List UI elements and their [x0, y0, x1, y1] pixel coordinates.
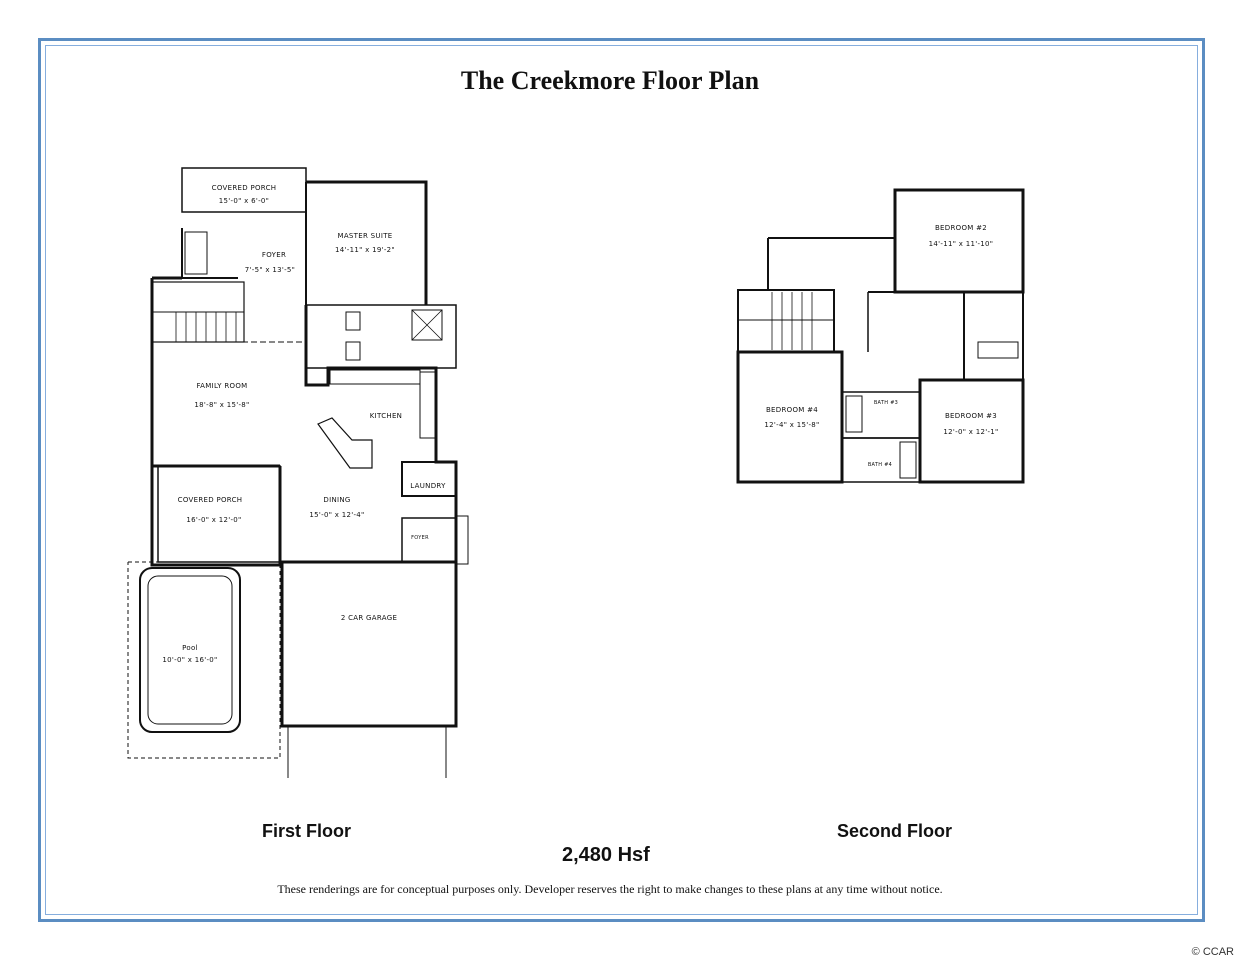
first-floor-labels: COVERED PORCH 15'-0" x 6'-0" FOYER 7'-5"…	[162, 184, 446, 664]
foyer-size: 7'-5" x 13'-5"	[245, 266, 295, 274]
upper-stair-treads	[771, 292, 813, 350]
ccar-watermark: © CCAR	[1191, 946, 1234, 958]
foyer-wall	[181, 228, 238, 279]
second-floor-label: Second Floor	[837, 821, 953, 841]
laundry-room	[401, 461, 457, 497]
garage-name: 2 CAR GARAGE	[341, 614, 397, 622]
rear-porch-outline	[157, 465, 281, 563]
rear-porch-size: 16'-0" x 12'-0"	[186, 516, 241, 524]
front-porch-size: 15'-0" x 6'-0"	[219, 197, 269, 205]
bath-4-name: BATH #4	[868, 462, 892, 468]
pool-name: Pool	[182, 644, 198, 652]
main-outer-wall-right	[304, 305, 458, 562]
garage-outline	[280, 560, 458, 728]
master-suite-name: MASTER SUITE	[338, 232, 393, 240]
bedroom-2-size: 14'-11" x 11'-10"	[929, 240, 994, 248]
family-room-size: 18'-8" x 15'-8"	[194, 401, 249, 409]
stair-treads	[175, 312, 237, 342]
bedroom-4-name: BEDROOM #4	[766, 406, 818, 414]
master-bath	[305, 304, 457, 369]
vanity-1	[345, 311, 361, 331]
upstairs-hall-wall	[768, 237, 896, 293]
front-porch-name: COVERED PORCH	[212, 184, 277, 192]
first-floor-label: First Floor	[262, 821, 351, 841]
plan-title: The Creekmore Floor Plan	[460, 66, 760, 95]
bath-3-outline	[841, 391, 921, 439]
dining-name: DINING	[323, 496, 350, 504]
pool-inner	[147, 575, 233, 725]
bath-4-tub	[899, 441, 917, 479]
half-bath	[184, 231, 208, 275]
square-footage: 2,480 Hsf	[562, 844, 650, 866]
vanity-2	[345, 341, 361, 361]
kitchen-upper-counter	[329, 369, 421, 385]
laundry-name: LAUNDRY	[410, 482, 446, 490]
page-frame	[38, 38, 1205, 922]
bed-2-tub	[977, 341, 1019, 359]
bedroom-4-size: 12'-4" x 15'-8"	[764, 421, 819, 429]
page-frame-inner	[45, 45, 1198, 915]
kitchen-island	[317, 417, 373, 469]
bedroom-2-name: BEDROOM #2	[935, 224, 987, 232]
side-foyer-name: FOYER	[411, 535, 429, 541]
bedroom-3-outline	[918, 378, 1025, 484]
rear-porch-name: COVERED PORCH	[178, 496, 243, 504]
bed-2-bath	[963, 291, 1024, 381]
side-foyer	[401, 517, 457, 563]
pool-deck	[127, 561, 281, 759]
bath-4-outline	[841, 437, 921, 483]
pool-outer	[139, 567, 241, 733]
kitchen-name: KITCHEN	[370, 412, 402, 420]
pool-size: 10'-0" x 16'-0"	[162, 656, 217, 664]
second-floor-stairs	[737, 289, 835, 353]
foyer-name: FOYER	[262, 251, 286, 259]
kitchen-counter	[419, 371, 437, 439]
side-step	[455, 515, 469, 565]
master-suite-size: 14'-11" x 19'-2"	[335, 246, 395, 254]
first-floor-plan	[127, 167, 469, 778]
bedroom-3-name: BEDROOM #3	[945, 412, 997, 420]
family-room-name: FAMILY ROOM	[197, 382, 248, 390]
master-suite-wall	[306, 180, 428, 305]
disclaimer-text: These renderings are for conceptual purp…	[277, 882, 943, 896]
bath-3-name: BATH #3	[874, 400, 898, 406]
bath-3-tub	[845, 395, 863, 433]
second-floor-labels: BEDROOM #2 14'-11" x 11'-10" BEDROOM #4 …	[764, 224, 998, 468]
main-outer-wall-left	[150, 278, 280, 567]
bedroom-4-outline	[736, 350, 844, 484]
second-floor-plan	[736, 188, 1025, 484]
shower	[411, 309, 443, 341]
dining-size: 15'-0" x 12'-4"	[309, 511, 364, 519]
bedroom-3-size: 12'-0" x 12'-1"	[943, 428, 998, 436]
